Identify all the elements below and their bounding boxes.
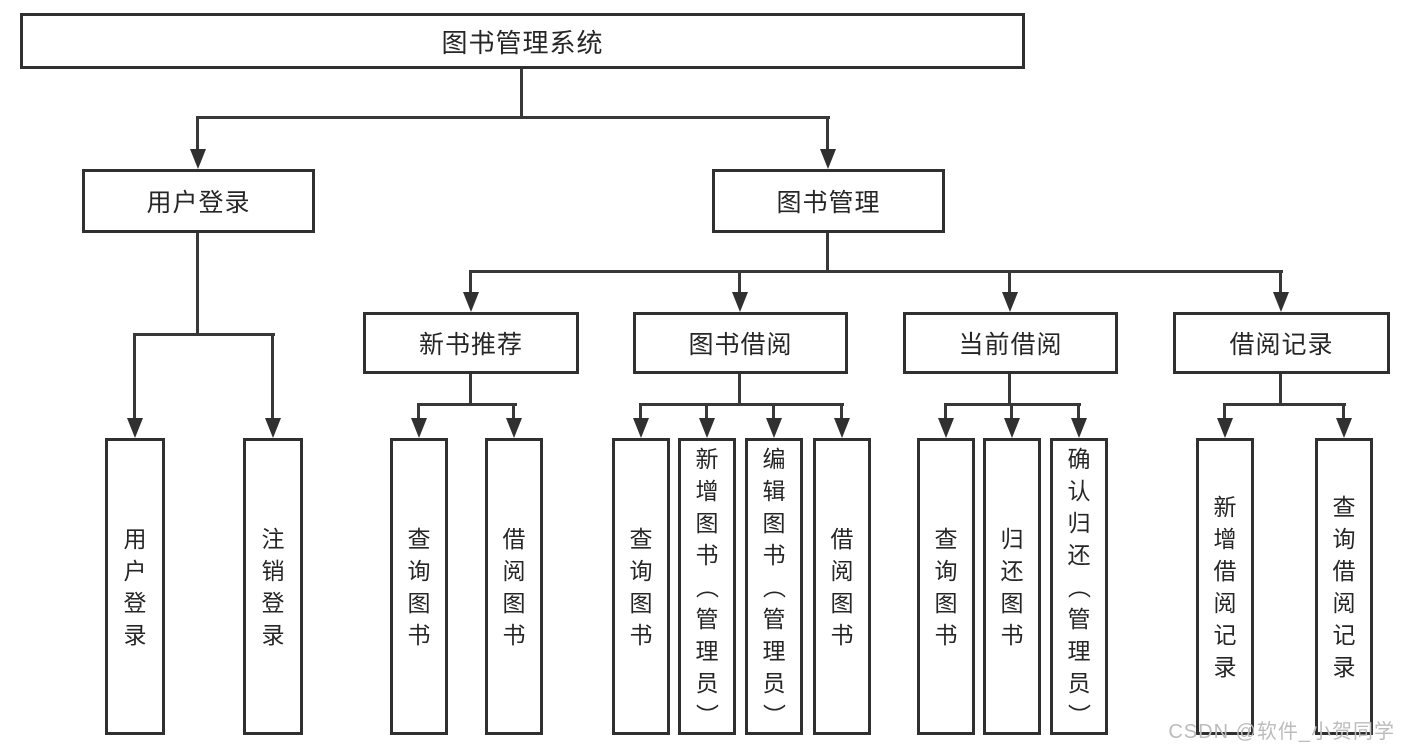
node-borrow-records-label: 借阅记录 (1229, 331, 1334, 359)
arrowhead-borrow-records (1273, 292, 1289, 312)
arrowhead-new-book-rec (463, 292, 479, 312)
arrowhead-current-borrow (1002, 292, 1018, 312)
node-user-login-label: 用户登录 (146, 189, 251, 217)
node-current-borrow: 当前借阅 (903, 312, 1118, 374)
arrowhead-bor-query (633, 418, 649, 438)
connector-new-book-rec-stem (469, 374, 472, 406)
connector-stem-book-borrow (738, 270, 741, 292)
connector-stem-recd-add (1223, 403, 1226, 418)
node-current-borrow-label: 当前借阅 (958, 331, 1063, 359)
connector-stem-rec-query (417, 403, 420, 418)
node-book-borrow-label: 图书借阅 (688, 331, 793, 359)
connector-book-borrow-stem (738, 374, 741, 406)
arrowhead-recd-add (1217, 418, 1233, 438)
arrowhead-login (127, 418, 143, 438)
arrowhead-book-borrow (732, 292, 748, 312)
connector-user-login-rail (133, 333, 275, 336)
leaf-rec-query-book: 查询图书 (390, 438, 448, 735)
leaf-bor-add-book-admin: 新增图书（管理员） (678, 438, 736, 735)
connector-book-borrow-rail (639, 403, 844, 406)
arrowhead-book-mgmt (820, 149, 836, 169)
arrowhead-bor-add (699, 418, 715, 438)
connector-root-stem (520, 69, 523, 119)
leaf-rec-borrow-book: 借阅图书 (485, 438, 543, 735)
arrowhead-cur-confirm (1071, 418, 1087, 438)
csdn-watermark: CSDN @软件_小贺同学 (1168, 721, 1395, 743)
connector-new-book-rec-rail (417, 403, 517, 406)
arrowhead-recd-query (1336, 418, 1352, 438)
node-root: 图书管理系统 (20, 13, 1025, 69)
leaf-logout: 注销登录 (243, 438, 303, 735)
node-book-mgmt: 图书管理 (712, 169, 945, 233)
node-new-book-rec: 新书推荐 (363, 312, 579, 374)
connector-stem-bor-query (639, 403, 642, 418)
connector-borrow-records-rail (1223, 403, 1346, 406)
connector-stem-cur-confirm (1077, 403, 1080, 418)
leaf-recd-add-record: 新增借阅记录 (1196, 438, 1254, 735)
connector-book-mgmt-stem (826, 233, 829, 273)
connector-stem-book-mgmt (826, 116, 829, 151)
arrowhead-cur-query (938, 418, 954, 438)
leaf-bor-query-book: 查询图书 (612, 438, 670, 735)
connector-level1-rail (196, 116, 830, 119)
connector-stem-user-login (196, 116, 199, 151)
arrowhead-cur-return (1004, 418, 1020, 438)
leaf-bor-borrow-book: 借阅图书 (813, 438, 871, 735)
arrowhead-bor-borrow (834, 418, 850, 438)
leaf-cur-query-book: 查询图书 (917, 438, 975, 735)
node-root-label: 图书管理系统 (441, 27, 604, 58)
connector-user-login-stem (196, 233, 199, 336)
connector-stem-rec-borrow (512, 403, 515, 418)
leaf-bor-edit-book-admin: 编辑图书（管理员） (745, 438, 803, 735)
arrowhead-rec-query (411, 418, 427, 438)
arrowhead-rec-borrow (506, 418, 522, 438)
connector-borrow-records-stem (1279, 374, 1282, 406)
leaf-cur-confirm-return-admin: 确认归还（管理员） (1050, 438, 1108, 735)
connector-stem-borrow-records (1279, 270, 1282, 292)
leaf-recd-query-record: 查询借阅记录 (1315, 438, 1373, 735)
node-user-login: 用户登录 (82, 169, 315, 233)
leaf-login: 用户登录 (105, 438, 165, 735)
connector-stem-recd-query (1342, 403, 1345, 418)
arrowhead-logout (265, 418, 281, 438)
connector-stem-bor-add (705, 403, 708, 418)
connector-stem-bor-edit (772, 403, 775, 418)
connector-stem-cur-return (1010, 403, 1013, 418)
connector-stem-new-book-rec (469, 270, 472, 292)
connector-stem-bor-borrow (840, 403, 843, 418)
connector-level2-rail (469, 270, 1283, 273)
leaf-cur-return-book: 归还图书 (983, 438, 1041, 735)
connector-current-borrow-stem (1008, 374, 1011, 406)
node-borrow-records: 借阅记录 (1173, 312, 1390, 374)
connector-stem-current-borrow (1008, 270, 1011, 292)
connector-stem-login (133, 333, 136, 418)
node-new-book-rec-label: 新书推荐 (418, 331, 523, 359)
connector-stem-logout (271, 333, 274, 418)
connector-stem-cur-query (944, 403, 947, 418)
arrowhead-bor-edit (766, 418, 782, 438)
arrowhead-user-login (190, 149, 206, 169)
node-book-mgmt-label: 图书管理 (776, 189, 881, 217)
node-book-borrow: 图书借阅 (633, 312, 848, 374)
